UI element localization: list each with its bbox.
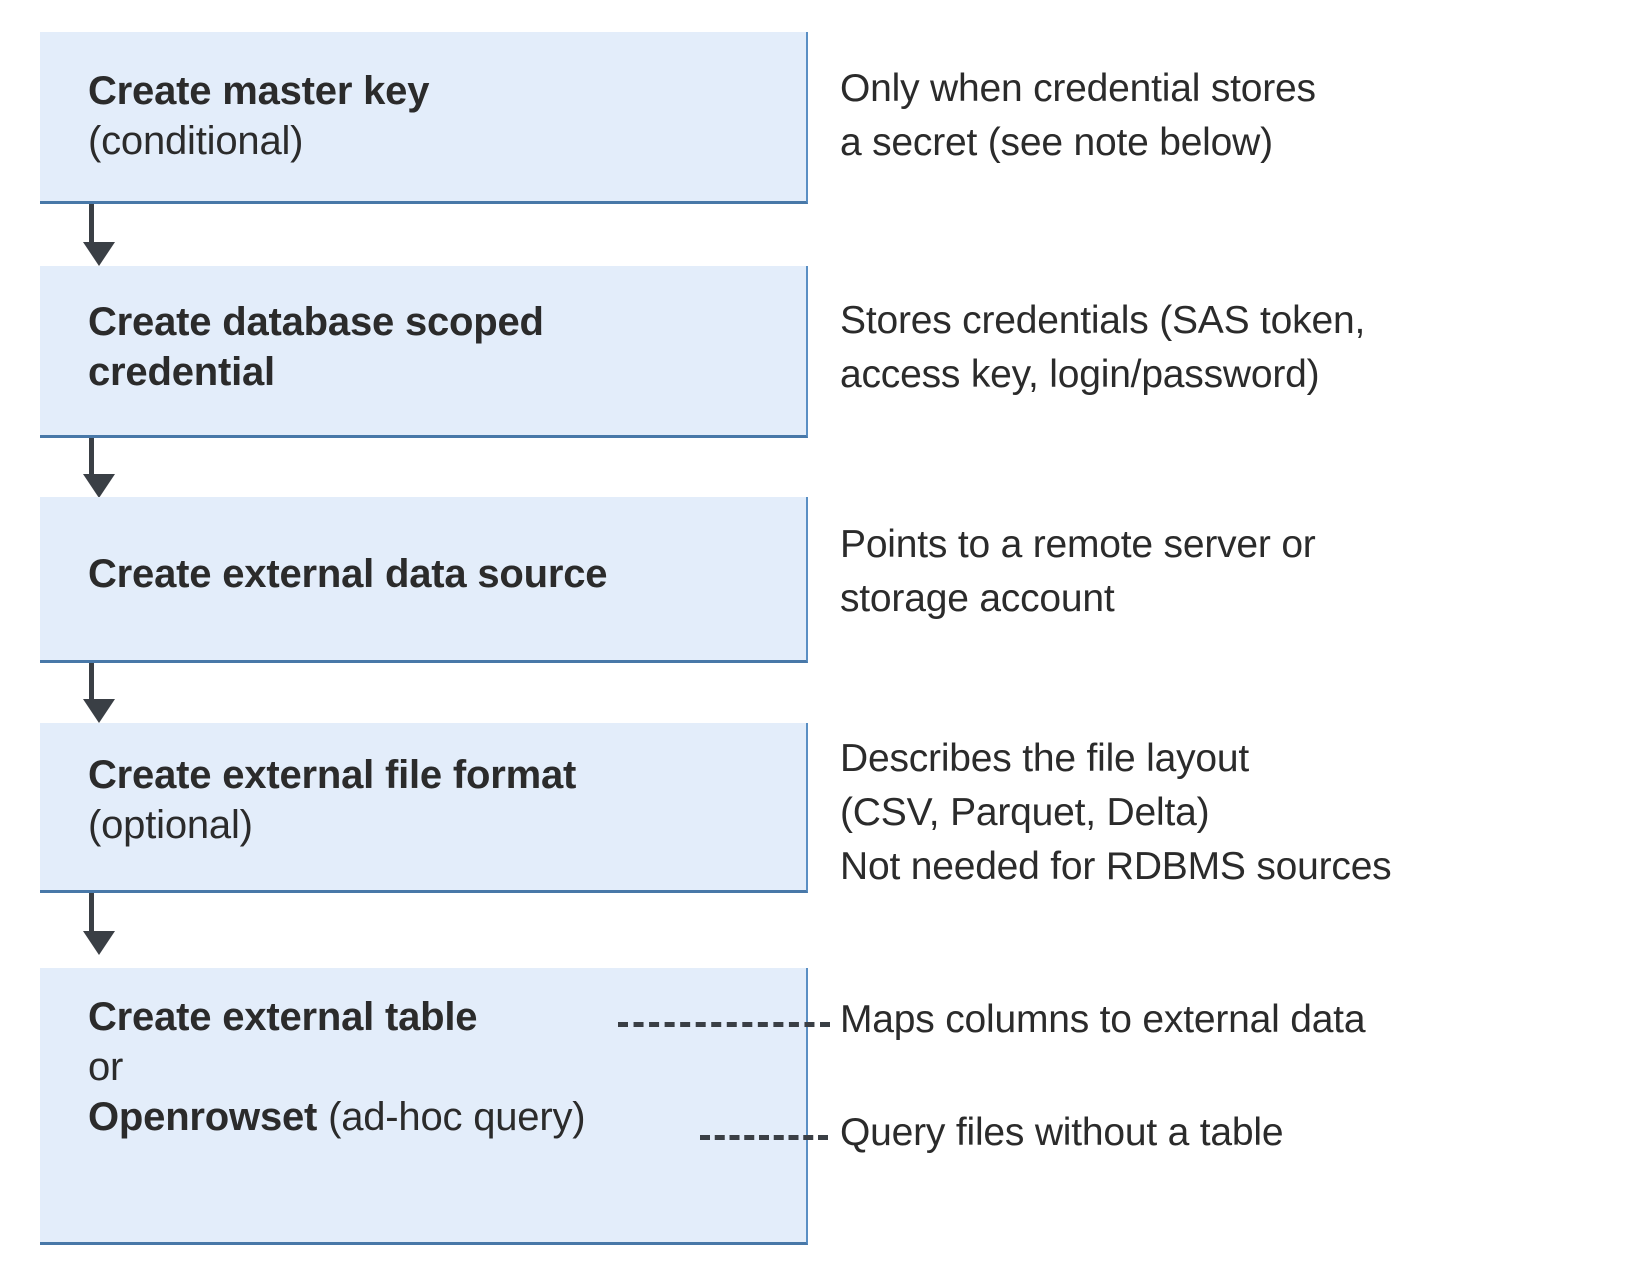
- step-5-option-2-rest: (ad-hoc query): [317, 1095, 586, 1139]
- step-4-title: Create external file format: [88, 753, 577, 797]
- step-5-note-external-table: Maps columns to external data: [840, 998, 1366, 1041]
- step-5-option-2-label: Openrowset (ad-hoc query): [88, 1092, 796, 1142]
- step-2-note: Stores credentials (SAS token, access ke…: [840, 299, 1366, 396]
- step-box-create-database-scoped-credential[interactable]: Create database scoped credential: [40, 266, 808, 438]
- step-1-title: Create master key: [88, 69, 430, 113]
- step-box-create-external-file-format[interactable]: Create external file format (optional): [40, 723, 808, 893]
- step-3-note: Points to a remote server or storage acc…: [840, 523, 1316, 620]
- dashed-connector-openrowset: [700, 1135, 828, 1140]
- arrow-3-to-4: [83, 663, 115, 725]
- step-5-option-1-label: Create external table: [88, 995, 478, 1039]
- step-5-or-label: or: [88, 1045, 124, 1089]
- dashed-connector-external-table: [618, 1022, 830, 1027]
- step-1-subtitle: (conditional): [88, 119, 304, 163]
- step-3-title: Create external data source: [88, 552, 608, 596]
- step-4-note: Describes the file layout (CSV, Parquet,…: [840, 737, 1392, 888]
- step-5-option-2-bold: Openrowset: [88, 1095, 318, 1139]
- step-box-create-master-key[interactable]: Create master key (conditional): [40, 32, 808, 204]
- arrow-1-to-2: [83, 204, 115, 266]
- step-4-subtitle: (optional): [88, 803, 253, 847]
- step-5-note-openrowset: Query files without a table: [840, 1111, 1284, 1154]
- step-2-title-cont: credential: [88, 350, 275, 394]
- step-box-create-external-table-or-openrowset[interactable]: Create external table or Openrowset (ad-…: [40, 968, 808, 1245]
- arrow-4-to-5: [83, 893, 115, 955]
- arrow-2-to-3: [83, 438, 115, 500]
- step-box-create-external-data-source[interactable]: Create external data source: [40, 497, 808, 663]
- step-2-title: Create database scoped: [88, 300, 544, 344]
- step-1-note: Only when credential stores a secret (se…: [840, 67, 1316, 164]
